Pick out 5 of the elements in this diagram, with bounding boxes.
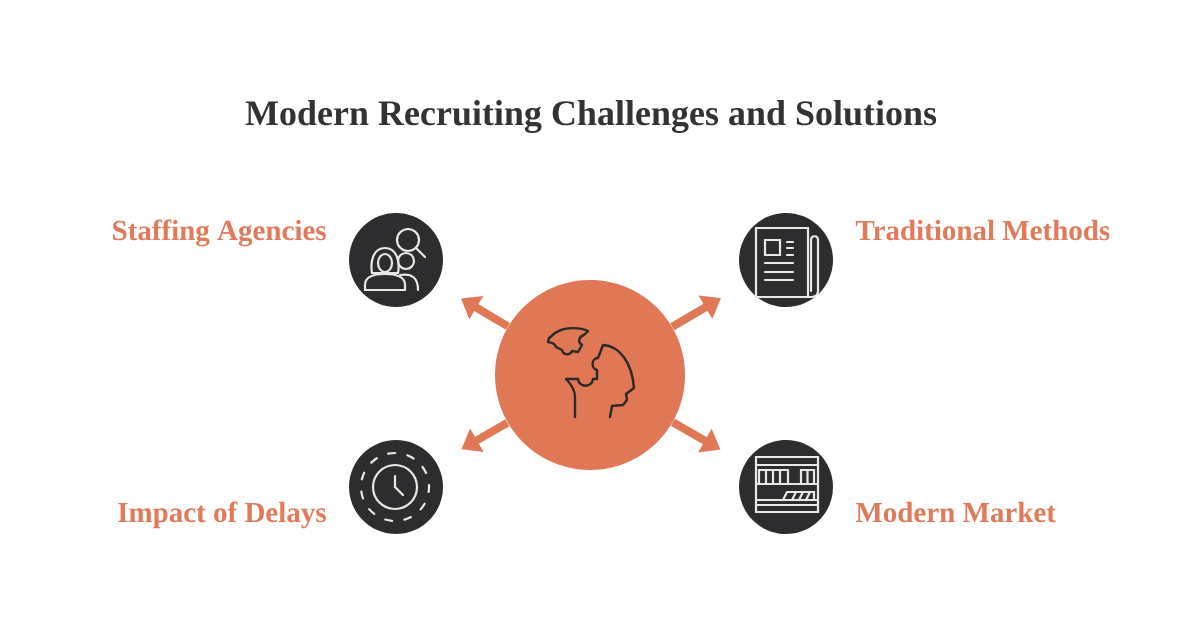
node-label: Traditional Methods xyxy=(855,219,1110,241)
node-label: Staffing Agencies xyxy=(113,219,326,247)
node-label: Modern Market xyxy=(855,501,1056,523)
node-label: Impact of Delays xyxy=(118,501,326,529)
title: Modern Recruiting Challenges and Solutions xyxy=(245,100,937,133)
